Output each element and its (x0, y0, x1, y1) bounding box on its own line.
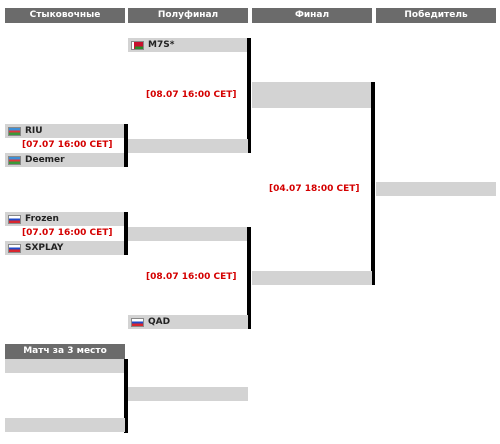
qualifier-1-connector (124, 124, 128, 167)
third-place-top-slot[interactable] (5, 359, 125, 373)
azerbaijan-flag-icon (8, 155, 21, 165)
team-name: Deemer (25, 155, 65, 165)
russia-flag-icon (8, 243, 21, 253)
final-connector (371, 82, 375, 285)
qualifier-1-top-slot[interactable]: RIU (5, 124, 125, 138)
header-semifinal: Полуфинал (128, 8, 248, 23)
header-final: Финал (252, 8, 372, 23)
final-top-slot[interactable] (252, 82, 372, 108)
semifinal-2-connector (247, 227, 251, 329)
team-name: Frozen (25, 214, 59, 224)
final-time: [04.07 18:00 CET] (269, 184, 360, 194)
qualifier-2-top-slot[interactable]: Frozen (5, 212, 125, 226)
third-place-header: Матч за 3 место (5, 344, 125, 359)
russia-flag-icon (131, 317, 144, 327)
team-name: QAD (148, 317, 171, 327)
semifinal-2-bottom-slot[interactable]: QAD (128, 315, 248, 329)
qualifier-2-connector (124, 212, 128, 255)
third-place-winner-slot[interactable] (128, 387, 248, 401)
semifinal-2-time: [08.07 16:00 CET] (146, 272, 237, 282)
third-place-connector (124, 359, 128, 433)
semifinal-1-top-slot[interactable]: M7S* (128, 38, 248, 52)
belarus-flag-icon (131, 40, 144, 50)
third-place-bottom-slot[interactable] (5, 418, 125, 432)
qualifier-1-bottom-slot[interactable]: Deemer (5, 153, 125, 167)
semifinal-1-time: [08.07 16:00 CET] (146, 90, 237, 100)
team-name: SXPLAY (25, 243, 64, 253)
header-qualifier: Стыковочные (5, 8, 125, 23)
semifinal-1-connector (247, 38, 251, 153)
team-name: RIU (25, 126, 43, 136)
qualifier-2-bottom-slot[interactable]: SXPLAY (5, 241, 125, 255)
semifinal-1-bottom-slot[interactable] (128, 139, 248, 153)
team-name: M7S* (148, 40, 175, 50)
qualifier-2-time: [07.07 16:00 CET] (22, 228, 113, 238)
final-bottom-slot[interactable] (252, 271, 372, 285)
qualifier-1-time: [07.07 16:00 CET] (22, 140, 113, 150)
semifinal-2-top-slot[interactable] (128, 227, 248, 241)
winner-slot[interactable] (376, 182, 496, 196)
russia-flag-icon (8, 214, 21, 224)
azerbaijan-flag-icon (8, 126, 21, 136)
header-winner: Победитель (376, 8, 496, 23)
